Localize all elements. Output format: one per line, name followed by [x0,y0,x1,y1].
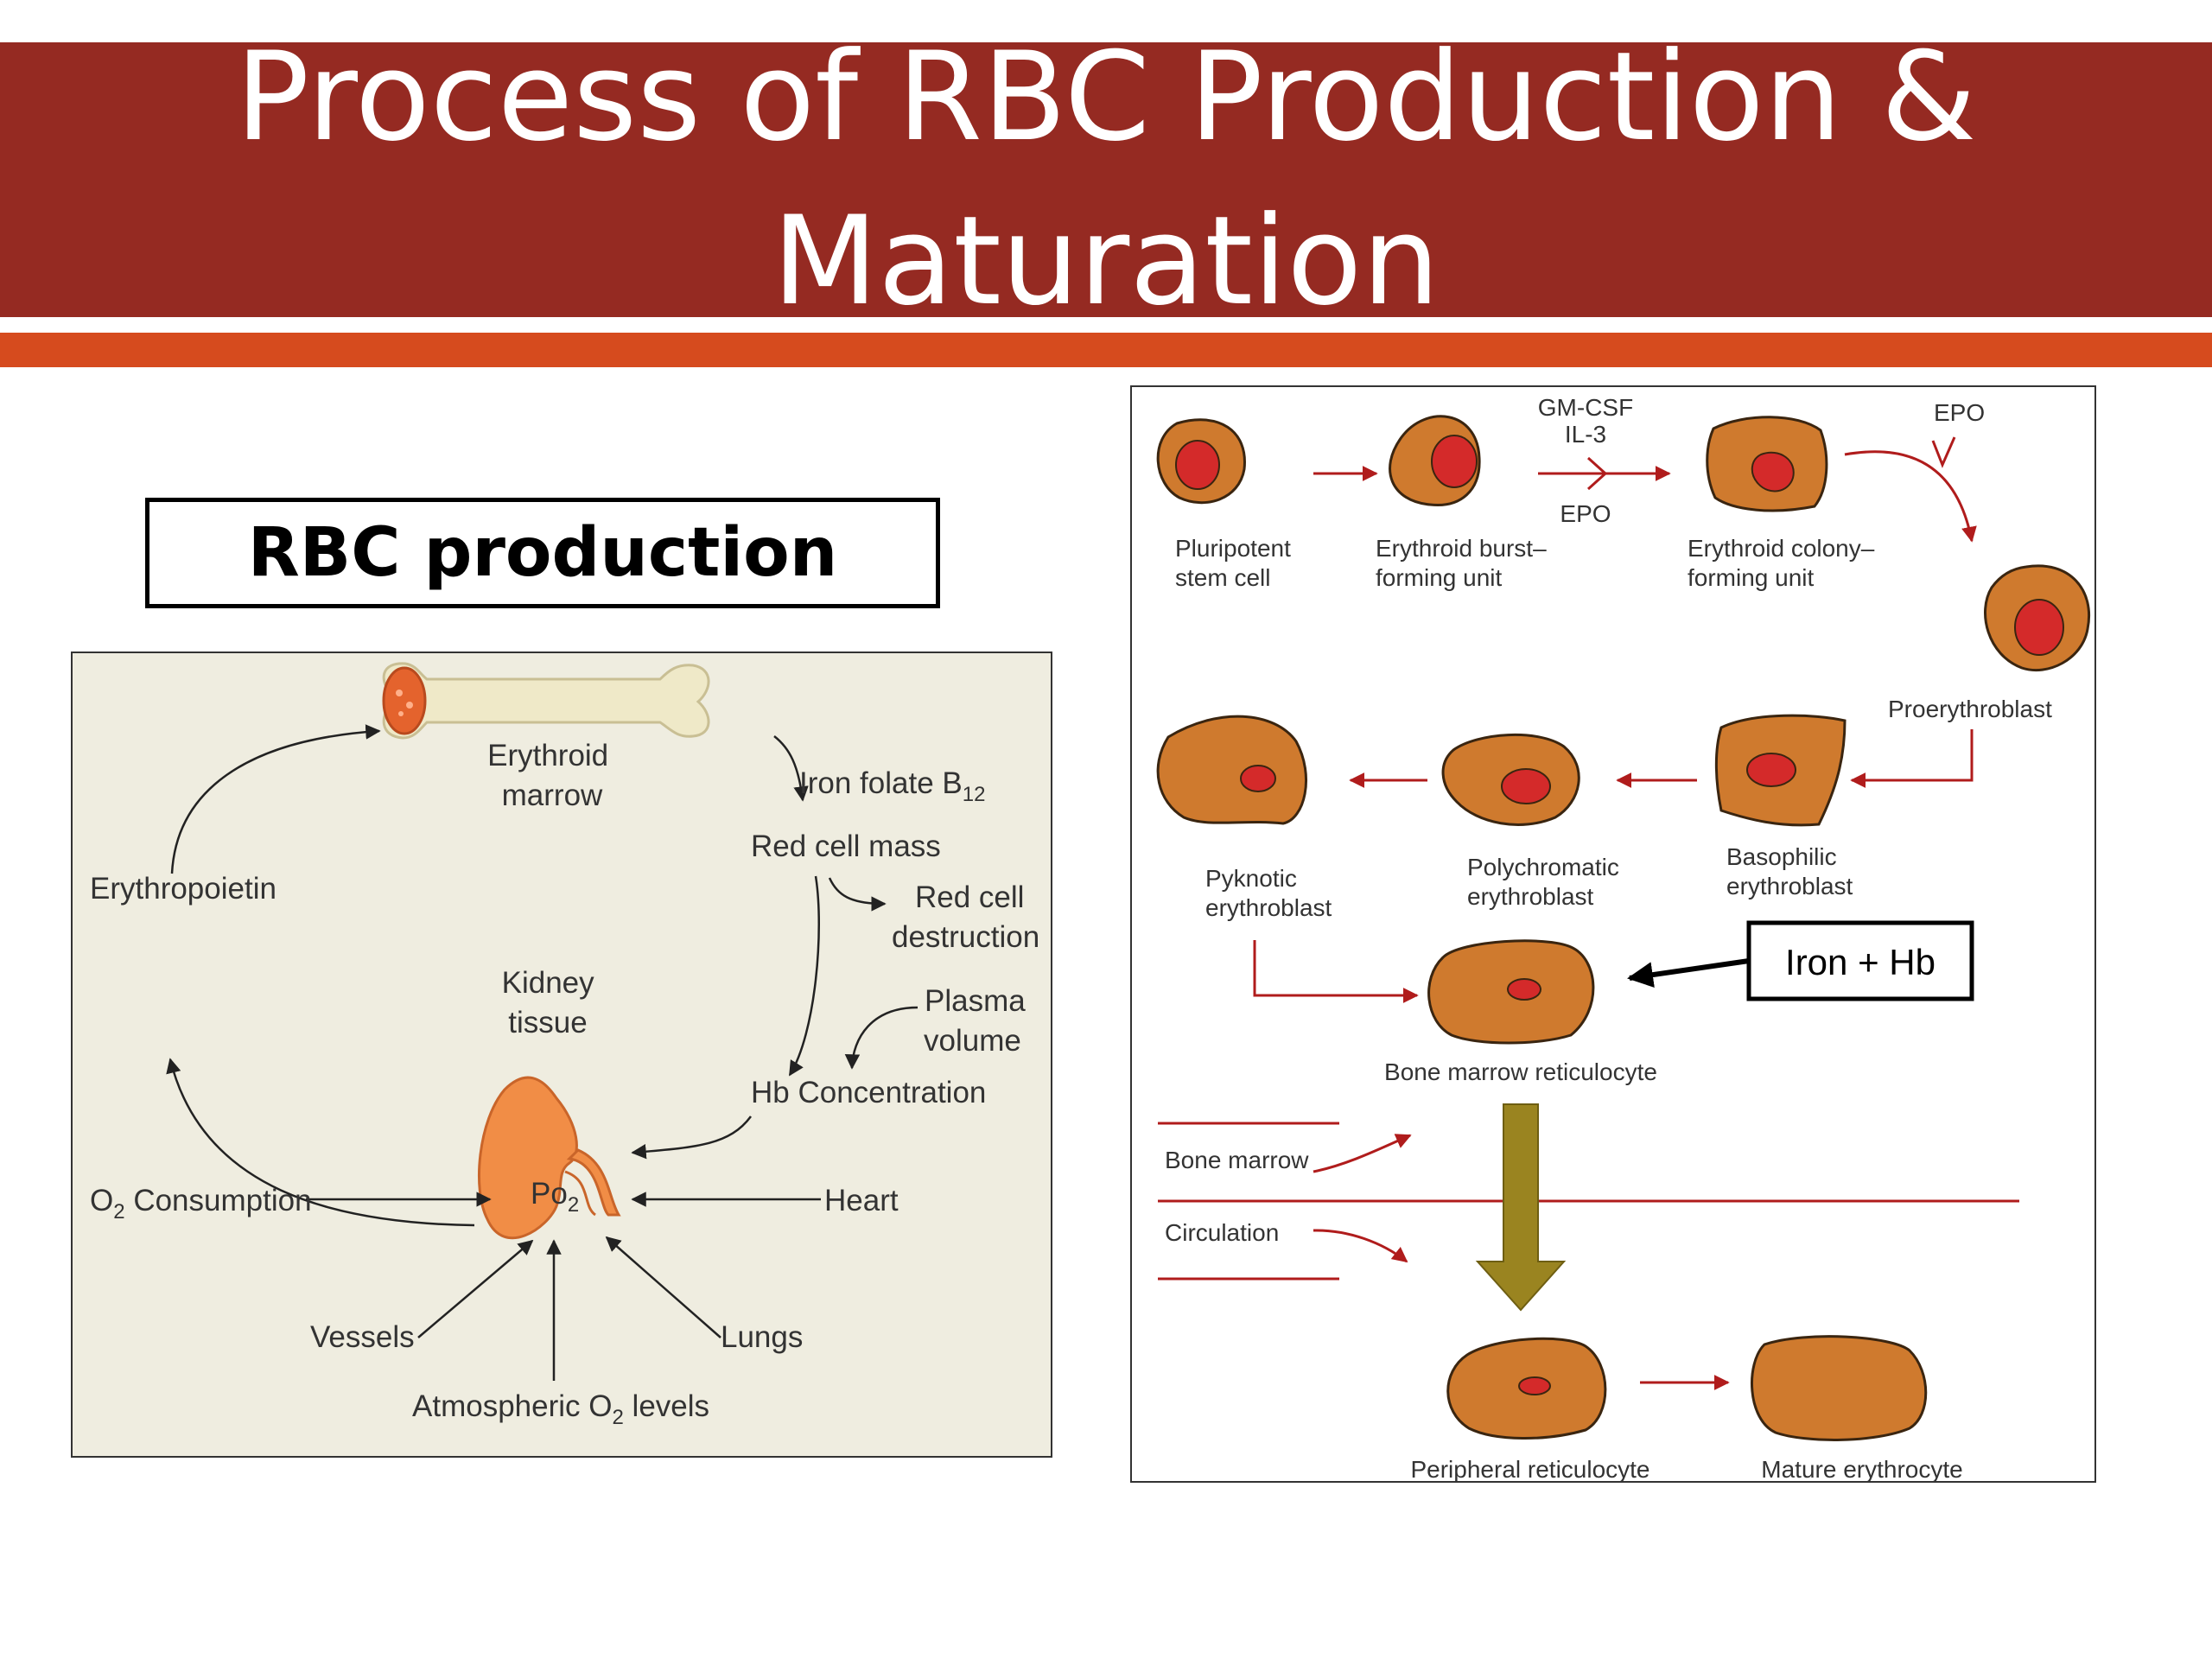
polychromatic-erythroblast-cell [1441,733,1580,826]
peripheral-reticulocyte-label: Peripheral reticulocyte [1410,1456,1649,1481]
peripheral-reticulocyte-cell [1446,1337,1607,1440]
rbc-production-diagram: Erythroid marrow Iron folate B12 Red cel… [71,652,1052,1458]
red-cell-mass-label: Red cell mass [751,830,941,863]
mature-erythrocyte-cell [1751,1335,1928,1441]
arrow-pyknotic-to-reticulocyte [1253,940,1419,1003]
heart-label: Heart [824,1184,899,1217]
proerythroblast-label: Proerythroblast [1888,696,2052,722]
pluripotent-label: Pluripotent stem cell [1175,535,1298,591]
arrow-epo-to-marrow [170,724,381,874]
accent-band [0,333,2212,367]
erythroid-colony-forming-unit [1706,416,1828,512]
arrow-proerythroblast-to-basophilic [1850,729,1974,788]
kidney-icon [478,1076,621,1240]
basophilic-label: Basophilic erythroblast [1726,843,1853,899]
bm-reticulocyte-label: Bone marrow reticulocyte [1384,1058,1657,1085]
section-label: RBC production [145,498,940,608]
hb-concentration-label: Hb Concentration [751,1076,986,1109]
mature-erythrocyte-label: Mature erythrocyte [1761,1456,1962,1481]
title-line-1: Process of RBC Production & [235,26,1977,168]
bone-marrow-pointer [1313,1134,1412,1173]
arrow-hb-to-kidney [631,1116,753,1160]
bone-marrow-reticulocyte-cell [1427,939,1595,1045]
po2-label: Po2 [531,1177,579,1217]
kidney-tissue-label: Kidney tissue [502,966,603,1039]
gm-csf-label: GM-CSF [1538,394,1633,421]
epo-chevron [1931,436,1956,468]
pyknotic-label: Pyknotic erythroblast [1205,865,1332,921]
slide-title: Process of RBC Production & Maturation [0,26,2212,333]
erythroid-burst-forming-unit [1389,415,1481,506]
colony-forming-label: Erythroid colony– forming unit [1688,535,1881,591]
basophilic-erythroblast-cell [1714,714,1847,827]
arrow-vessels-to-kidney [417,1239,534,1338]
title-line-2: Maturation [772,190,1440,333]
o2-consumption-label: O2 Consumption [90,1184,312,1224]
arrow-lungs-to-kidney [605,1236,721,1338]
arrow-mass-to-hb [788,875,820,1077]
growth-factor-chevron [1586,456,1608,491]
epo-upper-label: EPO [1934,399,1985,426]
pyknotic-erythroblast-cell [1156,715,1307,825]
plasma-volume-label: Plasma volume [924,984,1033,1058]
arrow-colony-to-proerythroblast [1844,450,1977,543]
erythropoietin-label: Erythropoietin [90,872,276,906]
arrow-marrow-to-mass [773,735,809,802]
iron-folate-label: Iron folate B12 [799,766,985,806]
iron-hb-label: Iron + Hb [1785,942,1936,982]
circulation-pointer [1313,1229,1408,1263]
proerythroblast-cell [1984,564,2090,672]
bone-marrow-label: Bone marrow [1165,1147,1309,1173]
atmospheric-o2-label: Atmospheric O2 levels [412,1389,709,1429]
rbc-maturation-diagram: Iron + Hb Pluripotent stem cell Erythroi… [1130,385,2096,1483]
title-band [0,42,2212,317]
il3-label: IL-3 [1565,421,1606,448]
red-cell-destruction-label: Red cell destruction [892,880,1039,954]
polychromatic-label: Polychromatic erythroblast [1467,854,1626,910]
epo-lower-label: EPO [1560,500,1611,527]
burst-forming-label: Erythroid burst– forming unit [1376,535,1553,591]
arrow-iron-to-reticulocyte [1627,958,1750,988]
bone-icon [382,662,710,740]
arrow-kidney-to-epo [166,1058,475,1227]
down-arrow-icon [1475,1103,1567,1312]
pluripotent-stem-cell [1156,418,1246,505]
erythroid-marrow-label: Erythroid marrow [487,739,617,812]
arrow-mass-to-destruction [828,877,887,912]
lungs-label: Lungs [721,1320,803,1354]
arrow-plasma-to-hb [844,1006,918,1070]
circulation-label: Circulation [1165,1219,1279,1246]
vessels-label: Vessels [310,1320,415,1354]
